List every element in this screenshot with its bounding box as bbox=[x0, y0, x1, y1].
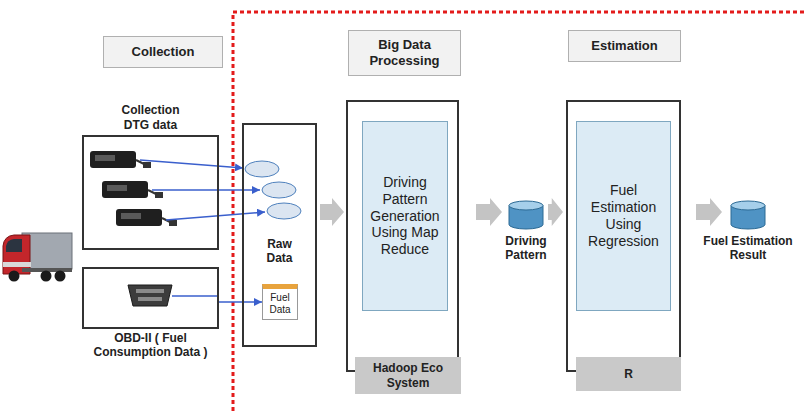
platform-bar: R bbox=[576, 357, 681, 391]
process-box: Driving Pattern Generation Using Map Red… bbox=[362, 121, 448, 311]
connector-cable bbox=[172, 295, 218, 297]
node-label: Driving Pattern Generation Using Map Red… bbox=[366, 174, 444, 258]
node-label: Fuel Estimation Result bbox=[696, 234, 800, 263]
stage-header: Collection bbox=[103, 36, 223, 68]
process-box: Fuel Estimation Using Regression bbox=[576, 121, 671, 311]
node-label: Collection DTG data bbox=[109, 103, 193, 132]
flow-arrow bbox=[548, 198, 563, 226]
device-sensor bbox=[169, 220, 177, 226]
database: Fuel Estimation Result bbox=[730, 200, 766, 230]
stage-box: Fuel Estimation Using Regression bbox=[566, 100, 681, 372]
truck-wheel bbox=[9, 271, 20, 282]
device-sensor bbox=[143, 162, 151, 168]
database: Driving Pattern bbox=[508, 200, 544, 230]
dtg-device bbox=[116, 209, 177, 226]
connector-pins bbox=[138, 297, 162, 301]
raw-record bbox=[262, 182, 296, 198]
boundary-line bbox=[233, 12, 804, 411]
device-body bbox=[90, 151, 136, 168]
flow-arrow bbox=[320, 198, 344, 226]
device-display bbox=[121, 213, 141, 219]
stage-header: Estimation bbox=[568, 30, 681, 62]
node-label: Raw Data bbox=[258, 237, 302, 266]
platform-bar: Hadoop Eco System bbox=[355, 357, 461, 394]
device-body bbox=[116, 209, 162, 226]
device-group: Collection DTG data bbox=[82, 135, 219, 250]
obd-connector bbox=[128, 285, 172, 306]
data-arrow bbox=[219, 301, 262, 303]
device-group: OBD-II ( Fuel Consumption Data ) bbox=[82, 267, 219, 329]
node-label: Hadoop Eco System bbox=[358, 361, 458, 390]
raw-record bbox=[267, 203, 301, 219]
node-label: Driving Pattern bbox=[491, 234, 561, 263]
device-display bbox=[107, 185, 127, 191]
connector-pins bbox=[136, 289, 164, 293]
connector-body bbox=[128, 285, 172, 306]
truck bbox=[3, 233, 72, 282]
data-arrow bbox=[140, 160, 243, 168]
truck-wheel bbox=[41, 271, 52, 282]
node-label: Estimation bbox=[591, 38, 657, 54]
database-cylinder bbox=[508, 200, 544, 230]
database-cylinder bbox=[730, 200, 766, 230]
stage-header: Big Data Processing bbox=[348, 30, 461, 76]
device-body bbox=[102, 181, 148, 198]
raw-record bbox=[245, 161, 279, 177]
flow-arrow bbox=[696, 198, 722, 226]
truck-wheel bbox=[55, 271, 66, 282]
node-label: R bbox=[624, 367, 633, 381]
node-label: Fuel Estimation Using Regression bbox=[580, 182, 667, 249]
cylinder-top bbox=[509, 201, 543, 210]
stage-box: Driving Pattern Generation Using Map Red… bbox=[346, 100, 459, 372]
node-label: Big Data Processing bbox=[352, 37, 457, 68]
node-label: Fuel Data bbox=[266, 292, 294, 316]
device-sensor bbox=[155, 192, 163, 198]
truck-bumper bbox=[3, 262, 31, 267]
file-icon: Fuel Data bbox=[262, 284, 298, 320]
cylinder-top bbox=[731, 201, 765, 210]
data-arrow bbox=[166, 212, 265, 220]
node-label: Collection bbox=[132, 44, 195, 60]
device-display bbox=[95, 155, 115, 161]
truck-windshield bbox=[6, 239, 22, 252]
flow-arrow bbox=[476, 198, 502, 226]
node-label: OBD-II ( Fuel Consumption Data ) bbox=[85, 331, 217, 360]
raw-data-box: Fuel Data Raw Data bbox=[242, 123, 317, 347]
